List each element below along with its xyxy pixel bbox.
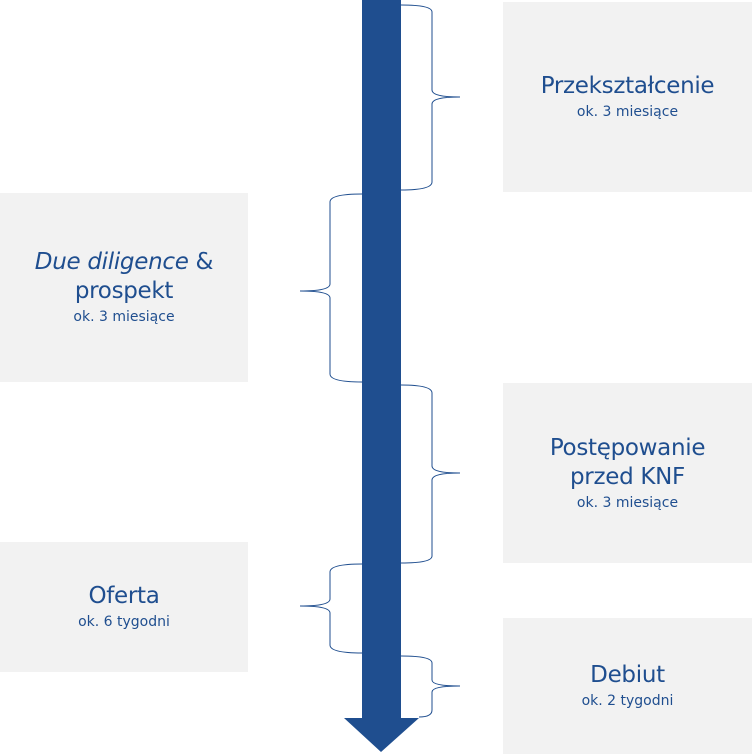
stage-box-due-diligence: Due diligence & prospekt ok. 3 miesiące (0, 193, 248, 382)
stage-title: Debiut (590, 662, 665, 688)
stage-duration: ok. 2 tygodni (581, 693, 674, 709)
stage-duration: ok. 3 miesiące (73, 309, 175, 325)
stage-duration: ok. 3 miesiące (576, 104, 679, 120)
stage-title: Oferta (88, 583, 160, 609)
stage-duration: ok. 3 miesiące (576, 494, 679, 511)
bracket-left-due-diligence (299, 193, 363, 383)
timeline-arrow (344, 0, 419, 752)
stage-title-italic: Due diligence (34, 249, 189, 275)
stage-box-postepowanie-knf: Postępowanie przed KNF ok. 3 miesiące (503, 383, 752, 563)
bracket-right-debiut (400, 655, 461, 718)
bracket-left-oferta (299, 563, 363, 654)
stage-title-rest: & (188, 249, 214, 275)
stage-title-line2: prospekt (74, 278, 174, 304)
bracket-right-przeksztalcenie (400, 4, 461, 191)
stage-box-oferta: Oferta ok. 6 tygodni (0, 542, 248, 672)
stage-title: Postępowanie (549, 434, 706, 461)
stage-duration: ok. 6 tygodni (78, 614, 170, 630)
stage-box-przeksztalcenie: Przekształcenie ok. 3 miesiące (503, 2, 752, 192)
stage-title-line2: przed KNF (569, 463, 685, 490)
bracket-right-postepowanie (400, 384, 461, 564)
stage-box-debiut: Debiut ok. 2 tygodni (503, 618, 752, 754)
stage-title: Due diligence & (34, 248, 214, 277)
stage-title: Przekształcenie (540, 73, 715, 99)
